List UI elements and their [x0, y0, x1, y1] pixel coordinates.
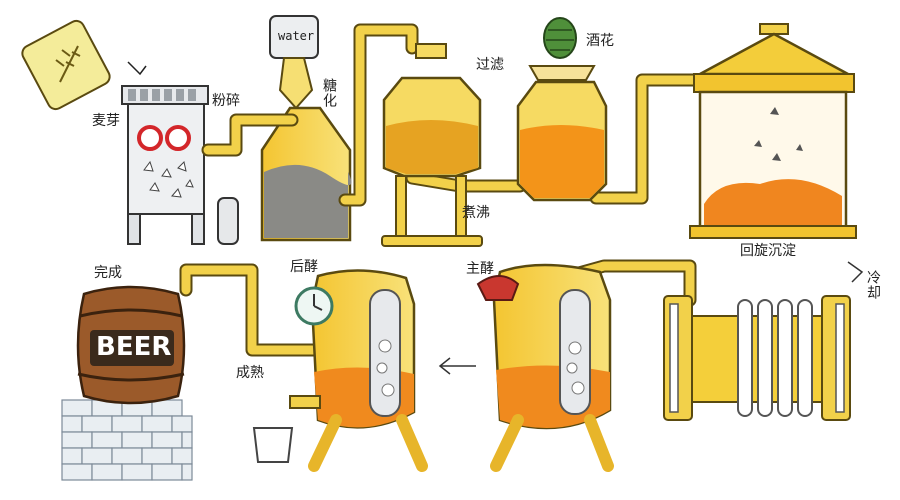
label-done: 完成: [94, 265, 122, 281]
gear-icon: [165, 125, 191, 151]
label-mature: 成熟: [236, 365, 264, 381]
label-whirlpool: 回旋沉淀: [740, 243, 796, 259]
label-hops: 酒花: [586, 33, 614, 49]
yeast-bowl-icon: [476, 275, 520, 301]
label-water: water: [278, 29, 315, 43]
main-fermenter: [476, 263, 614, 472]
arrow-icon: [127, 61, 147, 76]
wheat-icon: [55, 45, 81, 83]
gear-icon: [137, 125, 163, 151]
barrel-beer-label: BEER: [96, 332, 172, 362]
label-mill: 粉碎: [212, 93, 240, 109]
cooler: [663, 295, 851, 421]
label-main-ferment: 主酵: [466, 261, 494, 277]
post-fermenter: [252, 269, 428, 472]
arrow-icon: [847, 261, 864, 283]
mill-machine: [121, 85, 239, 245]
label-post-ferment: 后酵: [290, 259, 318, 275]
label-filter: 过滤: [476, 57, 504, 73]
saccharification-tank: [260, 15, 352, 242]
label-cool: 冷却: [865, 270, 881, 300]
label-saccharify: 糖化: [321, 78, 337, 108]
malt-card: [21, 19, 111, 111]
beer-barrel: [61, 285, 193, 481]
label-boil: 煮沸: [462, 205, 490, 221]
arrow-icon: [438, 357, 476, 375]
boil-kettle: [516, 17, 608, 202]
hop-icon: [543, 17, 577, 59]
label-malt: 麦芽: [92, 113, 120, 129]
bucket-icon: [252, 427, 294, 463]
whirlpool-tank: [689, 23, 857, 239]
filter-tank: [381, 43, 483, 247]
